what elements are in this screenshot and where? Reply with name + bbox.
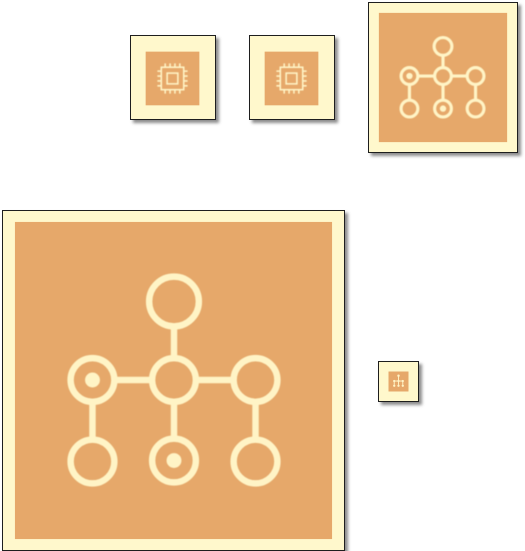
node-network-icon [379, 362, 418, 401]
chip-icon [131, 36, 215, 119]
node-network-icon [3, 211, 344, 550]
chip-icon [250, 36, 334, 119]
node-network-icon-tile-large [2, 210, 345, 551]
node-network-icon-tile-medium [368, 2, 518, 153]
node-network-icon-tile-tiny [378, 361, 419, 402]
chip-icon-tile-b [249, 35, 335, 120]
chip-icon-tile-a [130, 35, 216, 120]
node-network-icon [369, 3, 517, 152]
